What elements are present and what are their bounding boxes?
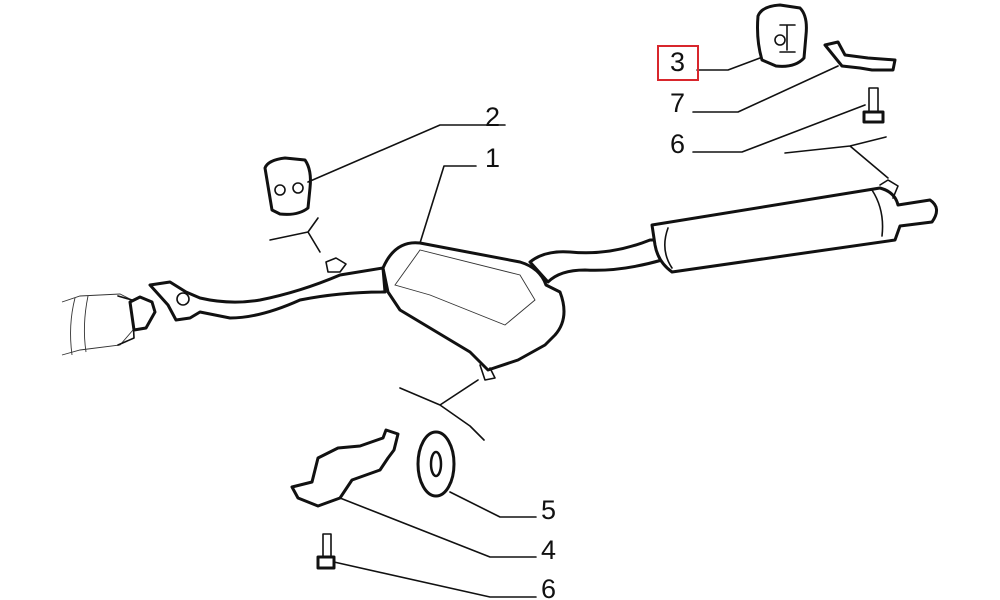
leader-4	[339, 497, 537, 558]
leader-3	[696, 57, 761, 71]
bracket-part-7	[823, 40, 897, 72]
mount-indicator-rear	[784, 136, 889, 179]
leader-6-bottom	[333, 561, 537, 598]
callout-3[interactable]: 3	[670, 47, 686, 77]
callout-4: 4	[541, 535, 557, 565]
highlight-box-part-3	[657, 45, 699, 81]
leader-1	[419, 165, 477, 244]
bolt-part-6-bottom	[316, 533, 336, 570]
callout-6-bottom: 6	[541, 574, 557, 600]
leader-2	[307, 124, 506, 183]
rear-muffler	[528, 179, 938, 284]
center-muffler	[381, 241, 566, 381]
callout-7: 7	[670, 88, 686, 118]
washer-part-5	[416, 430, 456, 498]
mount-indicator-center	[399, 379, 485, 441]
bracket-part-4	[290, 428, 400, 508]
callout-1: 1	[485, 143, 501, 173]
catalytic-converter	[61, 293, 157, 356]
rubber-hanger-part-3	[756, 3, 808, 68]
bolt-part-6-top	[862, 87, 885, 124]
leader-6-top	[692, 104, 866, 153]
callout-5: 5	[541, 495, 557, 525]
callout-6-top: 6	[670, 129, 686, 159]
front-pipe	[148, 257, 387, 322]
leader-5	[449, 491, 537, 518]
rubber-hanger-part-2	[263, 156, 312, 216]
mount-indicator-front	[269, 217, 321, 253]
callout-2: 2	[485, 102, 501, 132]
leader-7	[692, 65, 839, 113]
